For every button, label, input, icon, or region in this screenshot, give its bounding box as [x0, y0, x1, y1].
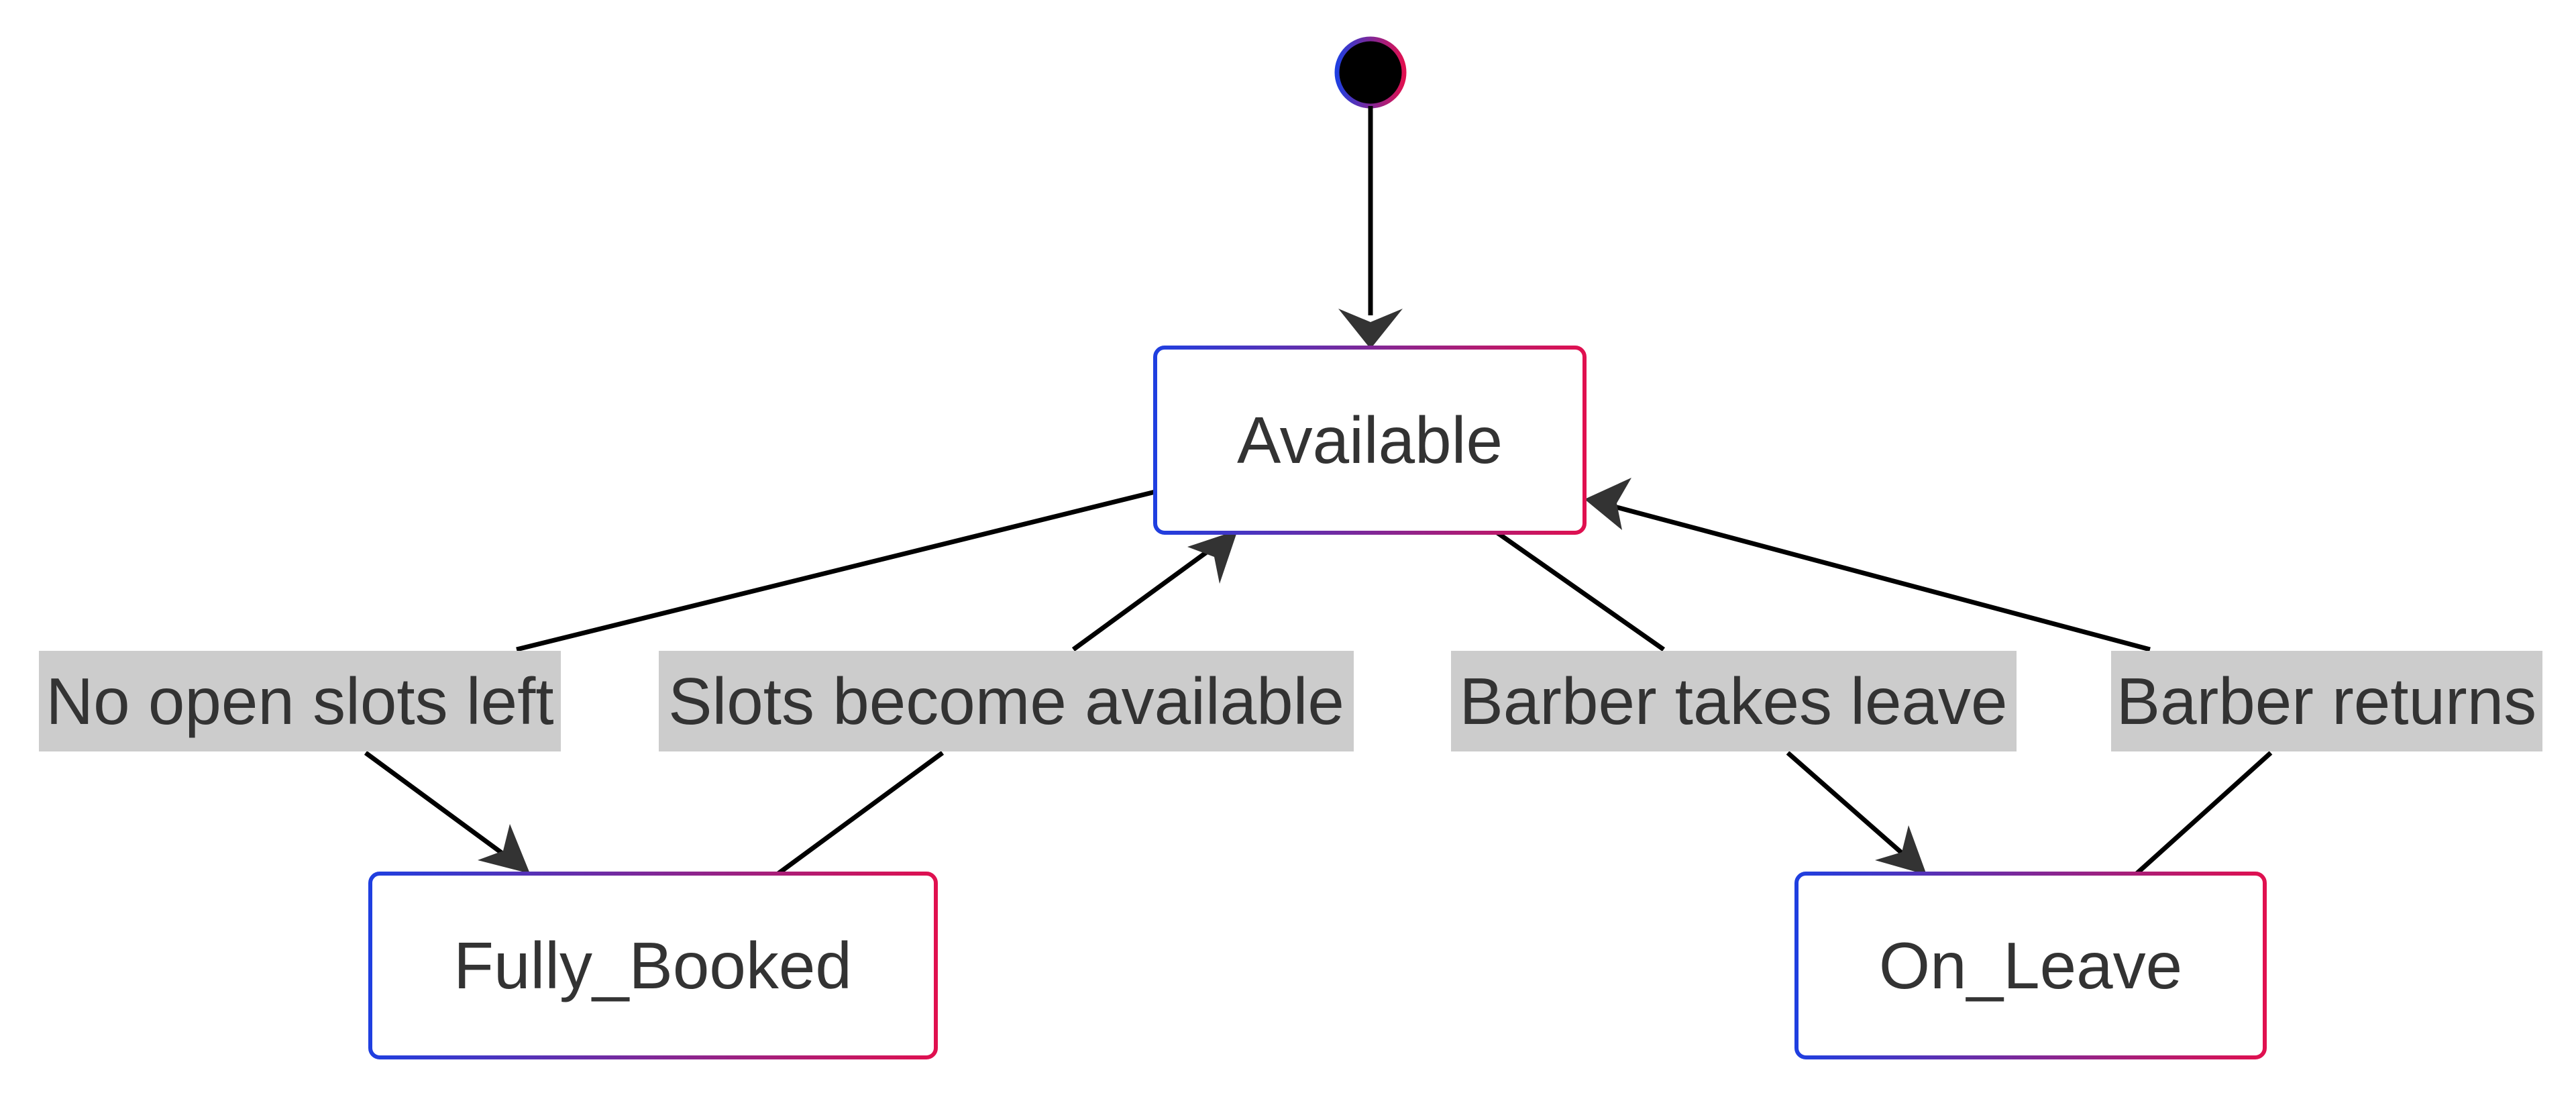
edge-label-barber-takes-leave: Barber takes leave [1451, 651, 2017, 751]
arrowhead-icon [1338, 309, 1403, 349]
state-on-leave[interactable]: On_Leave [1794, 872, 2267, 1059]
arrowhead-icon [478, 824, 530, 874]
arrowhead-icon [1187, 530, 1238, 584]
state-label: Available [1237, 403, 1503, 477]
edge-label-text: Slots become available [668, 664, 1344, 738]
edge-label-text: Barber takes leave [1459, 664, 2007, 738]
edge-available-to-fully-booked [364, 489, 1156, 874]
edge-label-slots-available: Slots become available [659, 651, 1354, 751]
arrowhead-icon [1585, 478, 1631, 530]
edge-available-to-on-leave [1495, 531, 1927, 875]
state-available[interactable]: Available [1153, 346, 1587, 535]
state-label: Fully_Booked [453, 929, 852, 1002]
arrowhead-icon [1875, 825, 1927, 875]
edge-label-text: No open slots left [46, 664, 553, 738]
edge-label-barber-returns: Barber returns [2111, 651, 2542, 751]
state-fully-booked[interactable]: Fully_Booked [368, 872, 938, 1059]
edge-label-text: Barber returns [2116, 664, 2536, 738]
edge-fully-booked-to-available [776, 530, 1238, 876]
edge-start-to-available [1338, 106, 1403, 349]
edge-on-leave-to-available [1585, 478, 2273, 876]
initial-state-marker [1334, 36, 1407, 109]
state-label: On_Leave [1879, 929, 2182, 1002]
edge-label-no-open-slots: No open slots left [39, 651, 561, 751]
